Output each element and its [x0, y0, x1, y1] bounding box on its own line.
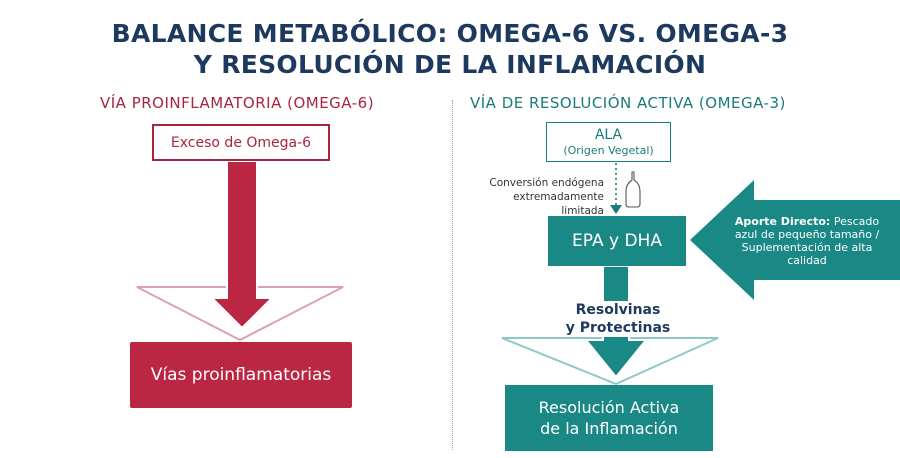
- resolution-line-1: Resolución Activa: [538, 398, 680, 417]
- resolvins-line-1: Resolvinas: [575, 302, 661, 318]
- resolvins-line-2: y Protectinas: [565, 320, 671, 336]
- page-title: BALANCE METABÓLICO: OMEGA-6 VS. OMEGA-3 …: [0, 18, 900, 80]
- conversion-arrow-head: [610, 205, 622, 214]
- conversion-label: Conversión endógena extremadamente limit…: [470, 176, 604, 218]
- conversion-line-2: extremadamente limitada: [513, 191, 604, 217]
- title-line-2: Y RESOLUCIÓN DE LA INFLAMACIÓN: [193, 50, 707, 79]
- omega6-excess-box: Exceso de Omega-6: [152, 124, 330, 161]
- bottle-icon: [625, 171, 641, 208]
- left-section-heading: VÍA PROINFLAMATORIA (OMEGA-6): [100, 94, 375, 112]
- conversion-line-1: Conversión endógena: [489, 177, 604, 189]
- ala-box: ALA (Origen Vegetal): [546, 122, 671, 162]
- title-line-1: BALANCE METABÓLICO: OMEGA-6 VS. OMEGA-3: [111, 19, 789, 48]
- section-divider: [452, 100, 453, 450]
- ala-origin-label: (Origen Vegetal): [563, 143, 654, 157]
- right-section-heading: VÍA DE RESOLUCIÓN ACTIVA (OMEGA-3): [470, 94, 786, 112]
- direct-supply-bold: Aporte Directo:: [734, 215, 831, 228]
- left-main-arrow: [209, 160, 275, 330]
- resolution-line-2: de la Inflamación: [540, 419, 678, 438]
- epa-dha-box: EPA y DHA: [548, 216, 686, 266]
- direct-supply-text: Pescado azul de pequeño tamaño / Supleme…: [734, 215, 880, 267]
- active-resolution-box: Resolución Activa de la Inflamación: [505, 385, 713, 451]
- resolvins-label: Resolvinas y Protectinas: [548, 301, 688, 337]
- direct-supply-label: Aporte Directo: Pescado azul de pequeño …: [722, 215, 892, 267]
- proinflammatory-pathways-box: Vías proinflamatorias: [130, 342, 352, 408]
- ala-label: ALA: [594, 126, 623, 143]
- direct-supply-arrow: [690, 180, 900, 300]
